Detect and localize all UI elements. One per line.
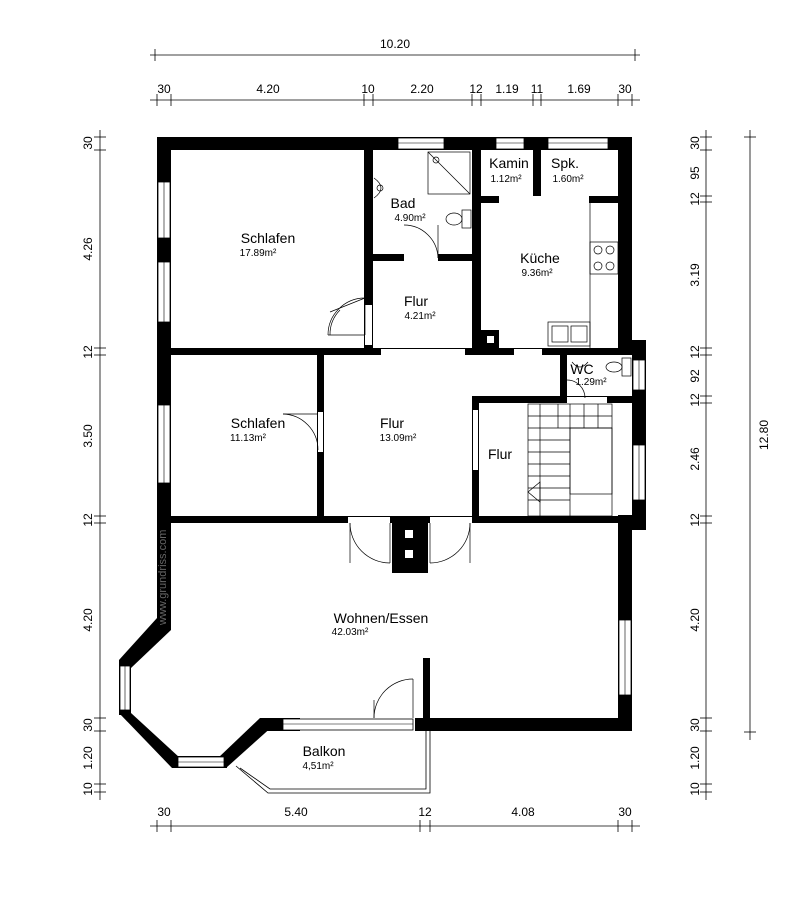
room-name-flur-stairs: Flur xyxy=(488,446,512,462)
dim-right-total: 12.80 xyxy=(757,420,771,450)
room-name-schlafen-1: Schlafen xyxy=(241,230,295,246)
room-area-kamin: 1.12m² xyxy=(490,174,522,185)
room-name-balkon: Balkon xyxy=(303,743,346,759)
door-swings xyxy=(282,224,586,719)
room-area-wohnen-essen: 42.03m² xyxy=(332,627,369,638)
dim-bottom-3: 12 xyxy=(418,805,432,819)
room-area-flur-small: 4.21m² xyxy=(404,311,436,322)
dim-right-9: 12 xyxy=(688,513,702,527)
dimension-labels: 10.20 30 4.20 10 2.20 12 1.19 11 1.69 30… xyxy=(81,37,771,819)
dim-top-9: 30 xyxy=(618,82,632,96)
room-name-schlafen-2: Schlafen xyxy=(231,415,285,431)
room-area-spk: 1.60m² xyxy=(552,174,584,185)
dim-left-8: 1.20 xyxy=(81,746,95,770)
dimension-lines xyxy=(94,49,756,832)
room-area-flur-main: 13.09m² xyxy=(380,433,417,444)
room-name-flur-main: Flur xyxy=(380,415,404,431)
room-name-kamin: Kamin xyxy=(489,155,529,171)
dim-right-5: 12 xyxy=(688,345,702,359)
dim-bottom-5: 30 xyxy=(618,805,632,819)
room-labels: Schlafen 17.89m² Bad 4.90m² Kamin 1.12m²… xyxy=(230,155,607,772)
dim-right-2: 95 xyxy=(688,166,702,180)
dim-top-5: 12 xyxy=(469,82,483,96)
dim-left-5: 12 xyxy=(81,513,95,527)
exterior-walls xyxy=(119,137,646,768)
dim-right-6: 92 xyxy=(688,369,702,383)
room-name-kueche: Küche xyxy=(520,250,560,266)
dim-top-7: 11 xyxy=(531,82,544,96)
dim-top-3: 10 xyxy=(361,82,375,96)
room-area-schlafen-1: 17.89m² xyxy=(240,248,277,259)
windows xyxy=(119,137,646,768)
dim-bottom-4: 4.08 xyxy=(511,805,535,819)
dim-right-4: 3.19 xyxy=(688,263,702,287)
dim-right-12: 1.20 xyxy=(688,746,702,770)
fixtures xyxy=(373,151,632,377)
room-area-bad: 4.90m² xyxy=(394,213,426,224)
dim-top-total: 10.20 xyxy=(380,37,410,51)
room-name-wohnen-essen: Wohnen/Essen xyxy=(334,610,429,626)
dim-bottom-2: 5.40 xyxy=(284,805,308,819)
room-area-balkon: 4,51m² xyxy=(302,761,334,772)
room-name-spk: Spk. xyxy=(551,155,579,171)
dim-right-3: 12 xyxy=(688,192,702,206)
watermark-text: www.grundriss.com xyxy=(157,530,169,626)
dim-top-6: 1.19 xyxy=(495,82,519,96)
room-name-wc: WC xyxy=(570,361,593,377)
room-name-bad: Bad xyxy=(391,195,416,211)
dim-left-1: 30 xyxy=(81,136,95,150)
dim-right-11: 30 xyxy=(688,718,702,732)
dim-top-2: 4.20 xyxy=(256,82,280,96)
window-panes xyxy=(124,142,640,763)
room-area-schlafen-2: 11.13m² xyxy=(230,433,267,444)
dim-right-7: 12 xyxy=(688,393,702,407)
dim-left-3: 12 xyxy=(81,345,95,359)
balcony xyxy=(235,731,431,794)
dim-right-1: 30 xyxy=(688,136,702,150)
dim-right-8: 2.46 xyxy=(688,447,702,471)
staircase xyxy=(527,403,613,517)
dim-left-6: 4.20 xyxy=(81,608,95,632)
dim-top-4: 2.20 xyxy=(410,82,434,96)
room-name-flur-small: Flur xyxy=(404,293,428,309)
dim-top-1: 30 xyxy=(157,82,171,96)
dim-right-10: 4.20 xyxy=(688,608,702,632)
dim-left-2: 4.26 xyxy=(81,237,95,261)
dim-right-13: 10 xyxy=(688,782,702,796)
chimney-flues xyxy=(405,336,494,558)
room-area-wc: 1.29m² xyxy=(575,377,607,388)
dim-bottom-1: 30 xyxy=(157,805,171,819)
door-openings xyxy=(318,196,607,523)
dim-left-9: 10 xyxy=(81,782,95,796)
dim-top-8: 1.69 xyxy=(567,82,591,96)
room-area-kueche: 9.36m² xyxy=(521,268,553,279)
dim-left-7: 30 xyxy=(81,718,95,732)
dim-left-4: 3.50 xyxy=(81,424,95,448)
